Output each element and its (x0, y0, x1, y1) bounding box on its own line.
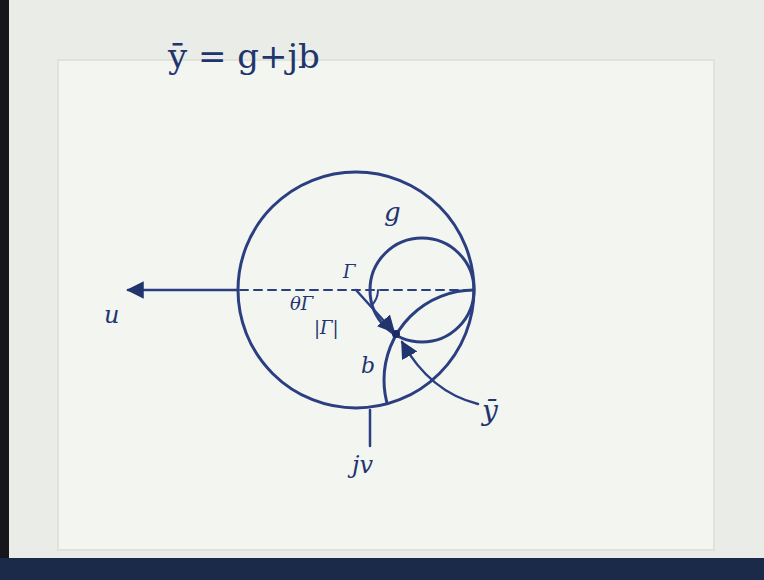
admittance-point (392, 330, 400, 338)
jv-axis-line (369, 410, 372, 446)
bottom-band (0, 558, 764, 580)
y-pointer-arrow (402, 342, 478, 404)
u-axis-arrow (128, 289, 238, 292)
theta-arc (371, 290, 378, 306)
gamma-vector (356, 290, 394, 332)
admittance-label: ȳ (482, 396, 498, 427)
equation-title: ȳ = g+jb (168, 38, 320, 75)
g-circle-label: g (384, 198, 401, 227)
constant-b-circle (384, 290, 564, 470)
jv-axis-label: jv (352, 452, 373, 478)
angle-label: θΓ (290, 294, 313, 314)
board-panel (58, 60, 714, 550)
unit-circle (238, 172, 474, 408)
magnitude-label: |Γ| (314, 318, 339, 338)
b-circle-label: b (361, 354, 375, 378)
gamma-label: Γ (343, 262, 356, 282)
left-edge (0, 0, 9, 580)
u-axis-label: u (104, 302, 119, 328)
